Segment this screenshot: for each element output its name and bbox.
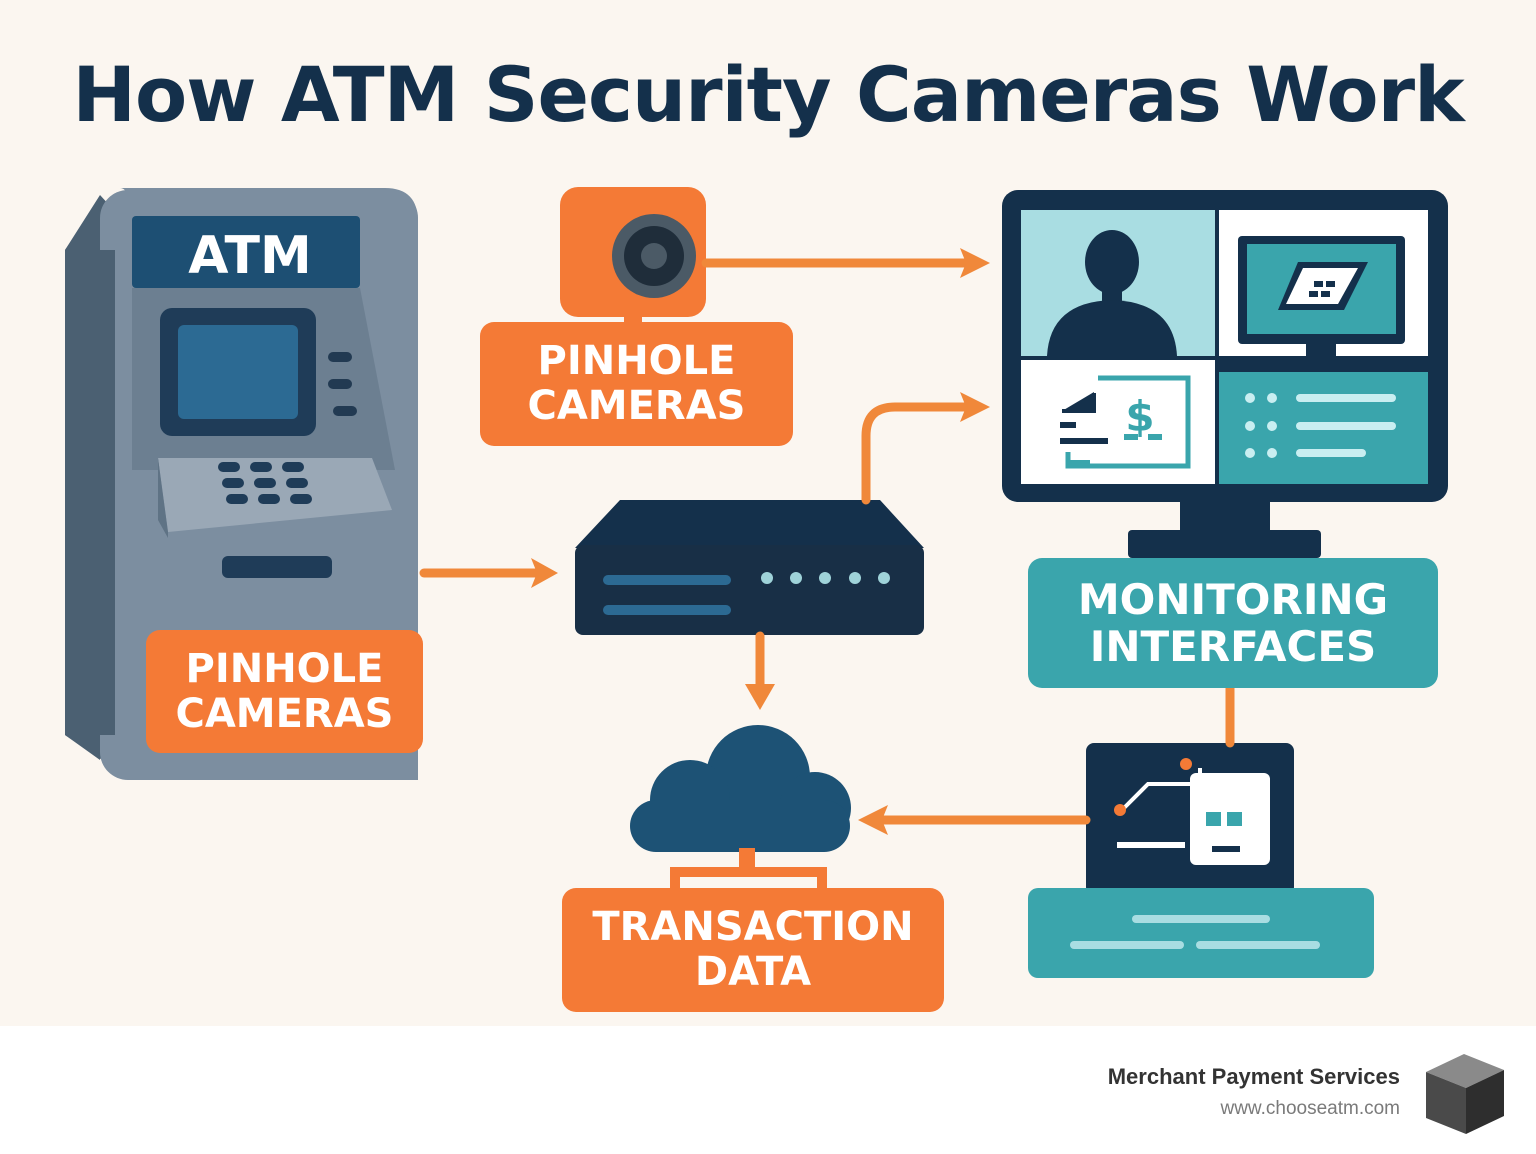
dvr-recorder-icon	[575, 500, 924, 635]
label-line: PINHOLE	[538, 339, 736, 384]
arrow-dvr-to-monitor	[866, 407, 965, 500]
laptop-icon	[1028, 743, 1374, 978]
diagram-graphics: ATM	[0, 0, 1536, 1026]
label-pinhole-cameras-atm: PINHOLE CAMERAS	[146, 630, 423, 753]
label-line: CAMERAS	[527, 384, 745, 429]
label-line: MONITORING	[1078, 576, 1388, 623]
label-line: TRANSACTION	[592, 905, 913, 950]
brand-name: Merchant Payment Services	[1108, 1064, 1400, 1090]
label-line: INTERFACES	[1090, 623, 1377, 670]
label-line: PINHOLE	[186, 647, 384, 692]
cloud-icon	[630, 725, 851, 892]
dollar-symbol: $	[1125, 392, 1154, 441]
label-line: CAMERAS	[175, 692, 393, 737]
brand-url[interactable]: www.chooseatm.com	[1220, 1098, 1400, 1120]
cube-logo-icon	[1420, 1048, 1510, 1138]
atm-screen-label: ATM	[188, 226, 311, 286]
label-transaction-data: TRANSACTION DATA	[562, 888, 944, 1012]
monitor-icon: $	[1002, 190, 1448, 558]
footer: Merchant Payment Services www.chooseatm.…	[0, 1026, 1536, 1154]
diagram-canvas: How ATM Security Cameras Work ATM	[0, 0, 1536, 1026]
label-pinhole-cameras-top: PINHOLE CAMERAS	[480, 322, 793, 446]
label-line: DATA	[695, 950, 811, 995]
pinhole-camera-icon	[560, 187, 706, 326]
label-monitoring-interfaces: MONITORING INTERFACES	[1028, 558, 1438, 688]
